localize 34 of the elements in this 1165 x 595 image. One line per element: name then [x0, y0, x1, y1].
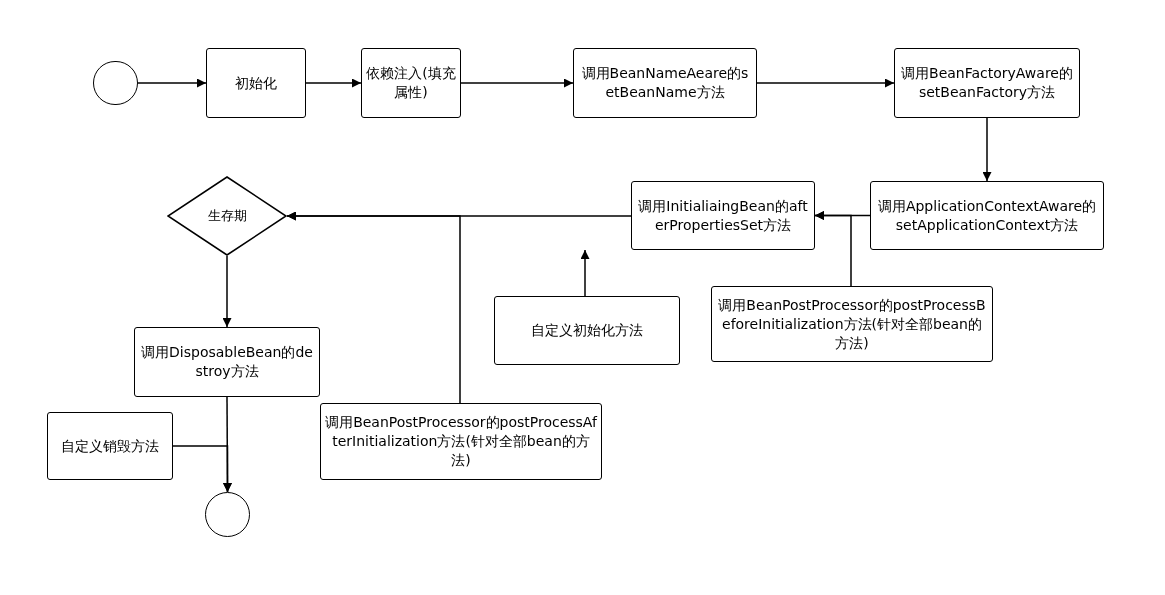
process-box	[320, 403, 602, 480]
process-label: 依赖注入(填充属性)	[366, 64, 456, 102]
arrow	[222, 255, 232, 328]
process-box	[494, 296, 680, 365]
process-label: 初始化	[235, 73, 277, 93]
arrow	[460, 78, 574, 88]
process-label: 调用ApplicationContextAware的setApplicationContext方法	[876, 196, 1098, 235]
process-label: 调用BeanFactoryAware的setBeanFactory方法	[900, 64, 1074, 102]
arrow	[286, 211, 461, 404]
process-label: 自定义销毁方法	[61, 436, 159, 456]
process-label: 调用DisposableBean的destroy方法	[140, 343, 314, 381]
process-box	[134, 327, 320, 397]
process-label: 调用InitialiaingBean的afterPropertiesSet方法	[637, 196, 809, 235]
decision-label: 生存期	[207, 207, 247, 226]
process-label: 自定义初始化方法	[531, 321, 643, 340]
process-box	[573, 48, 757, 118]
process-box	[361, 48, 461, 118]
process-box	[631, 181, 815, 250]
process-label: 调用BeanPostProcessor的postProcessBeforeInitialization方法(针对全部bean的方法)	[717, 295, 987, 353]
process-box	[870, 181, 1104, 250]
process-box	[47, 412, 173, 480]
process-label: 调用BeanPostProcessor的postProcessAfterInitialization方法(针对全部bean的方法)	[325, 413, 597, 470]
process-box	[711, 286, 993, 362]
arrow	[305, 78, 362, 88]
arrow	[982, 117, 992, 182]
arrow	[137, 78, 207, 88]
arrow	[580, 249, 590, 297]
process-label: 调用BeanNameAeare的setBeanName方法	[580, 64, 750, 102]
arrow	[814, 211, 852, 287]
arrow	[172, 445, 232, 493]
process-box	[894, 48, 1080, 118]
decision-diamond	[167, 176, 287, 256]
process-box	[206, 48, 306, 118]
arrow	[756, 78, 895, 88]
